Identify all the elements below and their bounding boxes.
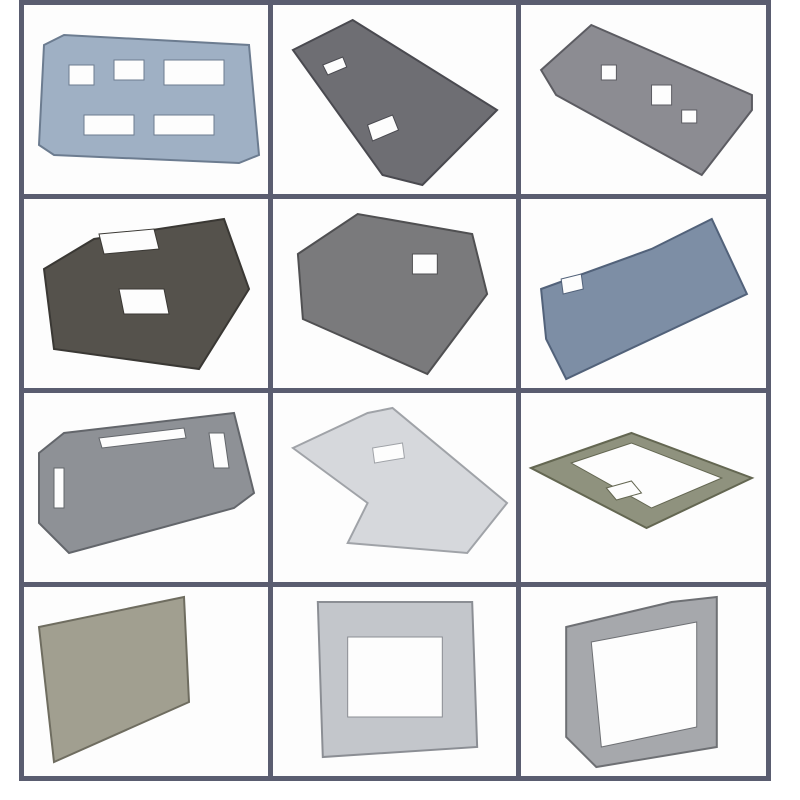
product-photo: [273, 5, 516, 194]
sheet-metal-part-image: [539, 23, 753, 177]
product-photo: [24, 393, 268, 582]
product-photo: [273, 393, 516, 582]
sheet-metal-part-image: [540, 217, 749, 381]
product-photo: [521, 587, 766, 776]
sheet-metal-part-image: [565, 595, 718, 769]
sheet-metal-part-image: [42, 217, 251, 371]
sheet-metal-part-image: [296, 212, 489, 376]
sheet-metal-part-image: [528, 431, 755, 530]
product-photo: [24, 199, 268, 388]
product-photo: [273, 199, 516, 388]
product-photo: [521, 199, 766, 388]
product-image-grid: [19, 0, 771, 781]
sheet-metal-part-image: [290, 406, 509, 555]
product-photo: [273, 587, 516, 776]
sheet-metal-part-image: [37, 33, 261, 165]
product-photo: [24, 587, 268, 776]
product-photo: [24, 5, 268, 194]
sheet-metal-part-image: [316, 601, 479, 759]
sheet-metal-part-image: [291, 18, 499, 187]
sheet-metal-part-image: [37, 595, 191, 764]
sheet-metal-part-image: [38, 411, 256, 555]
product-photo: [521, 393, 766, 582]
product-photo: [521, 5, 766, 194]
